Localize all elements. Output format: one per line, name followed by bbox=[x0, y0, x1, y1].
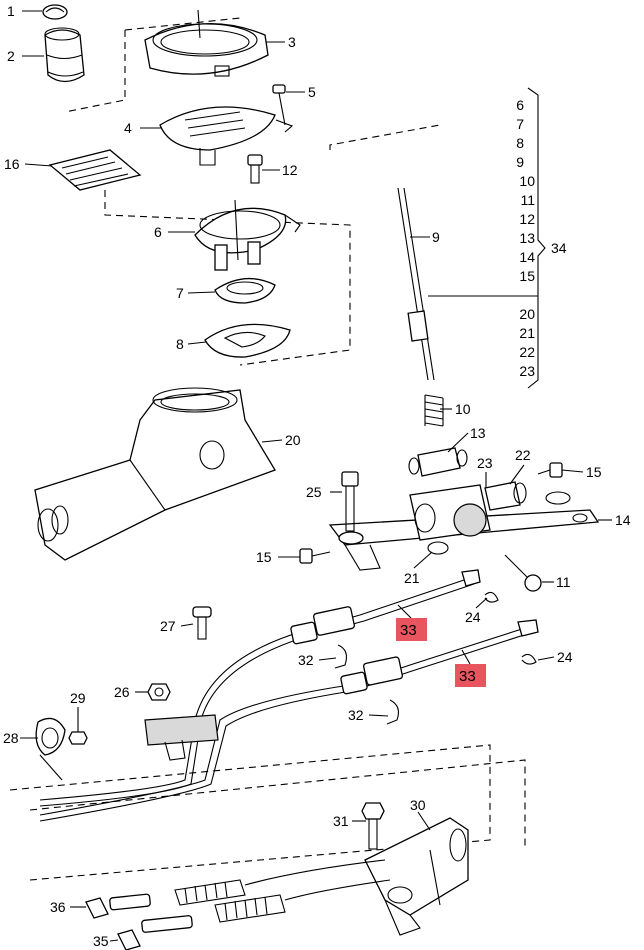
callout-labels: 1 2 3 4 5 16 12 6 7 8 9 10 13 20 23 22 1… bbox=[3, 3, 631, 949]
group-list-item: 8 bbox=[516, 135, 524, 151]
callout-31: 31 bbox=[333, 813, 349, 829]
callout-32-lower: 32 bbox=[348, 707, 364, 723]
callout-23: 23 bbox=[477, 455, 493, 471]
part-33-shift-cable-lower bbox=[39, 619, 539, 822]
callout-15-right: 15 bbox=[586, 464, 602, 480]
callout-21: 21 bbox=[404, 570, 420, 586]
callout-16: 16 bbox=[4, 156, 20, 172]
callout-35: 35 bbox=[93, 933, 109, 949]
part-32-clip-lower bbox=[386, 699, 399, 725]
part-36-cable-end-upper bbox=[85, 859, 386, 919]
callout-27: 27 bbox=[160, 618, 176, 634]
group-list-item: 11 bbox=[520, 192, 535, 208]
part-4-shift-gate-plate bbox=[159, 106, 276, 166]
callout-24-lower: 24 bbox=[557, 649, 573, 665]
group-list-item: 9 bbox=[516, 154, 524, 170]
part-9-shift-rod bbox=[397, 187, 435, 381]
part-27-screw bbox=[192, 606, 212, 640]
group-bracket-34 bbox=[428, 87, 546, 389]
callout-2: 2 bbox=[7, 48, 15, 64]
part-10-spring bbox=[424, 394, 444, 427]
part-20-console-housing bbox=[34, 387, 276, 561]
part-24-clip-lower bbox=[521, 653, 537, 665]
group-list: 6 7 8 9 10 11 12 13 14 15 20 21 22 23 34 bbox=[516, 97, 567, 379]
part-31-bolt bbox=[361, 802, 385, 850]
cable-bracket bbox=[144, 714, 219, 761]
part-7-guide bbox=[214, 277, 276, 304]
part-13-coupling bbox=[408, 447, 468, 477]
group-list-item: 22 bbox=[519, 344, 535, 360]
callout-1: 1 bbox=[7, 3, 15, 19]
part-32-clip-upper bbox=[334, 644, 347, 669]
callout-24-upper: 24 bbox=[465, 609, 481, 625]
group-list-item: 7 bbox=[516, 116, 524, 132]
part-8-base-plate bbox=[204, 323, 291, 358]
highlight-box-33-upper bbox=[396, 618, 427, 641]
callout-8: 8 bbox=[176, 336, 184, 352]
group-list-item: 12 bbox=[519, 211, 535, 227]
part-29-nut bbox=[68, 731, 88, 745]
callout-5: 5 bbox=[308, 84, 316, 100]
callout-30: 30 bbox=[410, 797, 426, 813]
part-21-pivot bbox=[427, 541, 449, 555]
highlight-box-33-lower bbox=[455, 664, 486, 687]
group-list-item: 14 bbox=[519, 249, 535, 265]
part-1-cap bbox=[42, 4, 68, 20]
part-2-gear-knob bbox=[44, 27, 85, 83]
part-5-screw bbox=[272, 84, 294, 133]
part-30-mounting-bracket bbox=[364, 817, 469, 936]
part-33-shift-cable-upper bbox=[39, 569, 481, 807]
part-22-23-lever-block bbox=[409, 481, 571, 541]
part-16-grille bbox=[48, 149, 142, 191]
callout-22: 22 bbox=[515, 447, 531, 463]
callout-28: 28 bbox=[3, 730, 19, 746]
callout-29: 29 bbox=[70, 690, 86, 706]
part-12-bolt bbox=[247, 154, 263, 184]
part-15-screw-left bbox=[299, 548, 331, 564]
callout-10: 10 bbox=[455, 401, 471, 417]
group-list-item: 21 bbox=[519, 325, 535, 341]
group-label-34: 34 bbox=[551, 240, 567, 256]
callout-4: 4 bbox=[124, 120, 132, 136]
part-24-clip-upper bbox=[484, 591, 499, 603]
part-28-clamp bbox=[35, 717, 66, 781]
part-11-ball-pin bbox=[504, 554, 542, 592]
assembly-frames bbox=[9, 17, 526, 881]
part-26-nut bbox=[147, 683, 171, 701]
callout-33-upper: 33 bbox=[400, 622, 417, 639]
callout-25: 25 bbox=[306, 484, 322, 500]
callout-7: 7 bbox=[176, 285, 184, 301]
group-list-item: 13 bbox=[519, 230, 535, 246]
callout-6: 6 bbox=[154, 224, 162, 240]
group-list-item: 6 bbox=[516, 97, 524, 113]
part-3-ring-frame bbox=[144, 9, 269, 77]
part-6-bearing-housing bbox=[194, 199, 301, 271]
callout-14: 14 bbox=[615, 512, 631, 528]
callout-15-left: 15 bbox=[256, 549, 272, 565]
highlight-boxes bbox=[396, 618, 486, 687]
group-list-item: 23 bbox=[519, 363, 535, 379]
callout-11: 11 bbox=[556, 574, 571, 590]
callout-13: 13 bbox=[470, 425, 486, 441]
callout-26: 26 bbox=[114, 684, 130, 700]
part-25-bolt bbox=[338, 471, 364, 545]
callout-32-upper: 32 bbox=[298, 652, 314, 668]
leader-lines bbox=[20, 10, 612, 942]
group-list-item: 20 bbox=[519, 306, 535, 322]
callout-36: 36 bbox=[50, 899, 66, 915]
callout-3: 3 bbox=[288, 34, 296, 50]
callout-12: 12 bbox=[282, 162, 298, 178]
callout-20: 20 bbox=[285, 432, 301, 448]
part-15-screw-right bbox=[537, 462, 563, 478]
callout-33-lower: 33 bbox=[459, 668, 476, 685]
callout-9: 9 bbox=[432, 229, 440, 245]
part-35-cable-end-lower bbox=[117, 879, 391, 950]
group-list-item: 10 bbox=[519, 173, 535, 189]
group-list-item: 15 bbox=[519, 268, 535, 284]
